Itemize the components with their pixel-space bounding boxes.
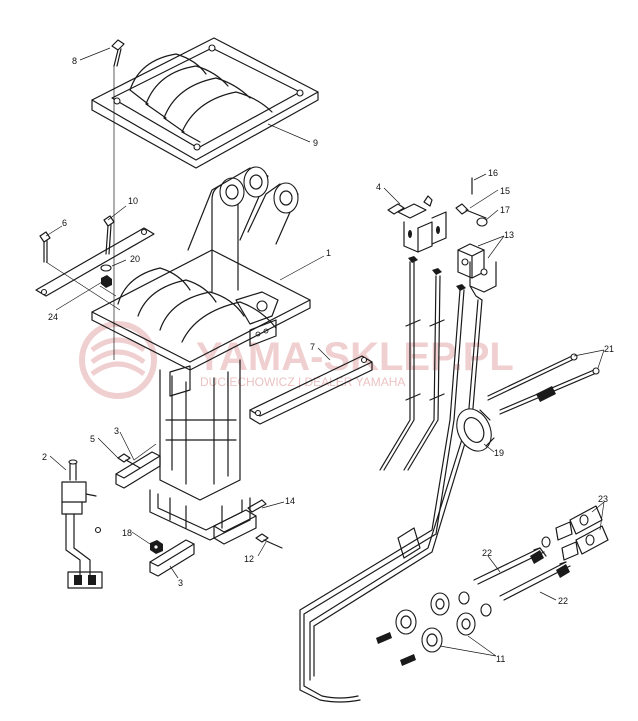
part-small-plate [35,227,155,311]
part-11-bushing-set [376,591,492,666]
callout-24: 24 [48,312,58,322]
callout-20: 20 [130,254,140,264]
part-5-screw [117,453,141,469]
part-1-control-lever-box [91,166,311,541]
callout-15: 15 [500,186,510,196]
callout-10: 10 [128,196,138,206]
leader-lines [45,47,605,657]
callout-22-upper: 22 [482,548,492,558]
callout-11: 11 [496,654,505,664]
part-7-plate [249,355,373,425]
part-6-bolt [39,231,51,263]
callout-1: 1 [326,248,331,258]
callout-2: 2 [42,452,47,462]
callout-7: 7 [310,342,315,352]
part-23-cable-end-set [541,505,609,561]
callout-6: 6 [62,218,67,228]
part-21-wire-connectors [487,353,600,415]
callout-3-upper: 3 [114,426,119,436]
callout-5: 5 [90,434,95,444]
part-3-spacer-upper [115,451,161,489]
callout-3-lower: 3 [178,578,183,588]
part-19-grommet [456,408,495,452]
callout-13: 13 [504,230,514,240]
callout-labels: 8 9 10 6 20 24 1 7 5 3 2 18 3 14 12 4 16… [42,56,614,664]
part-24-nut [101,275,112,288]
part-9-cover-plate [91,37,319,169]
callout-17: 17 [500,205,510,215]
part-14-bracket [213,499,267,545]
remote-control-cables [299,261,483,703]
part-18-nut [150,540,163,554]
callout-23: 23 [598,494,608,504]
part-4-cable-joint-set [387,195,447,253]
callout-8: 8 [72,56,77,66]
callout-21: 21 [604,344,614,354]
part-13-cable-joint-set [457,243,497,301]
part-22-connector-rods [473,547,571,601]
part-17-washer [476,217,488,227]
watermark: YAMA-SKLEP.PL DUCIECHOWICZ | DEALER YAMA… [79,321,514,399]
callout-22-lower: 22 [558,596,568,606]
callout-16: 16 [488,168,498,178]
part-2-neutral-switch [61,459,103,589]
watermark-main-text: YAMA-SKLEP.PL [196,335,514,379]
part-3-spacer-lower [149,539,195,577]
callout-18: 18 [122,528,132,538]
watermark-sub-text: DUCIECHOWICZ | DEALER YAMAHA [200,375,405,389]
cable-end-nuts [408,256,466,291]
callout-14: 14 [285,496,295,506]
part-8-bolt [111,39,125,360]
part-12-screw [255,533,283,549]
part-20-washer [100,264,112,272]
watermark-logo [79,321,157,399]
callout-19: 19 [494,448,504,458]
callout-4: 4 [376,182,381,192]
callout-12: 12 [244,554,254,564]
part-15-bolt [455,203,487,219]
callout-9: 9 [313,138,318,148]
